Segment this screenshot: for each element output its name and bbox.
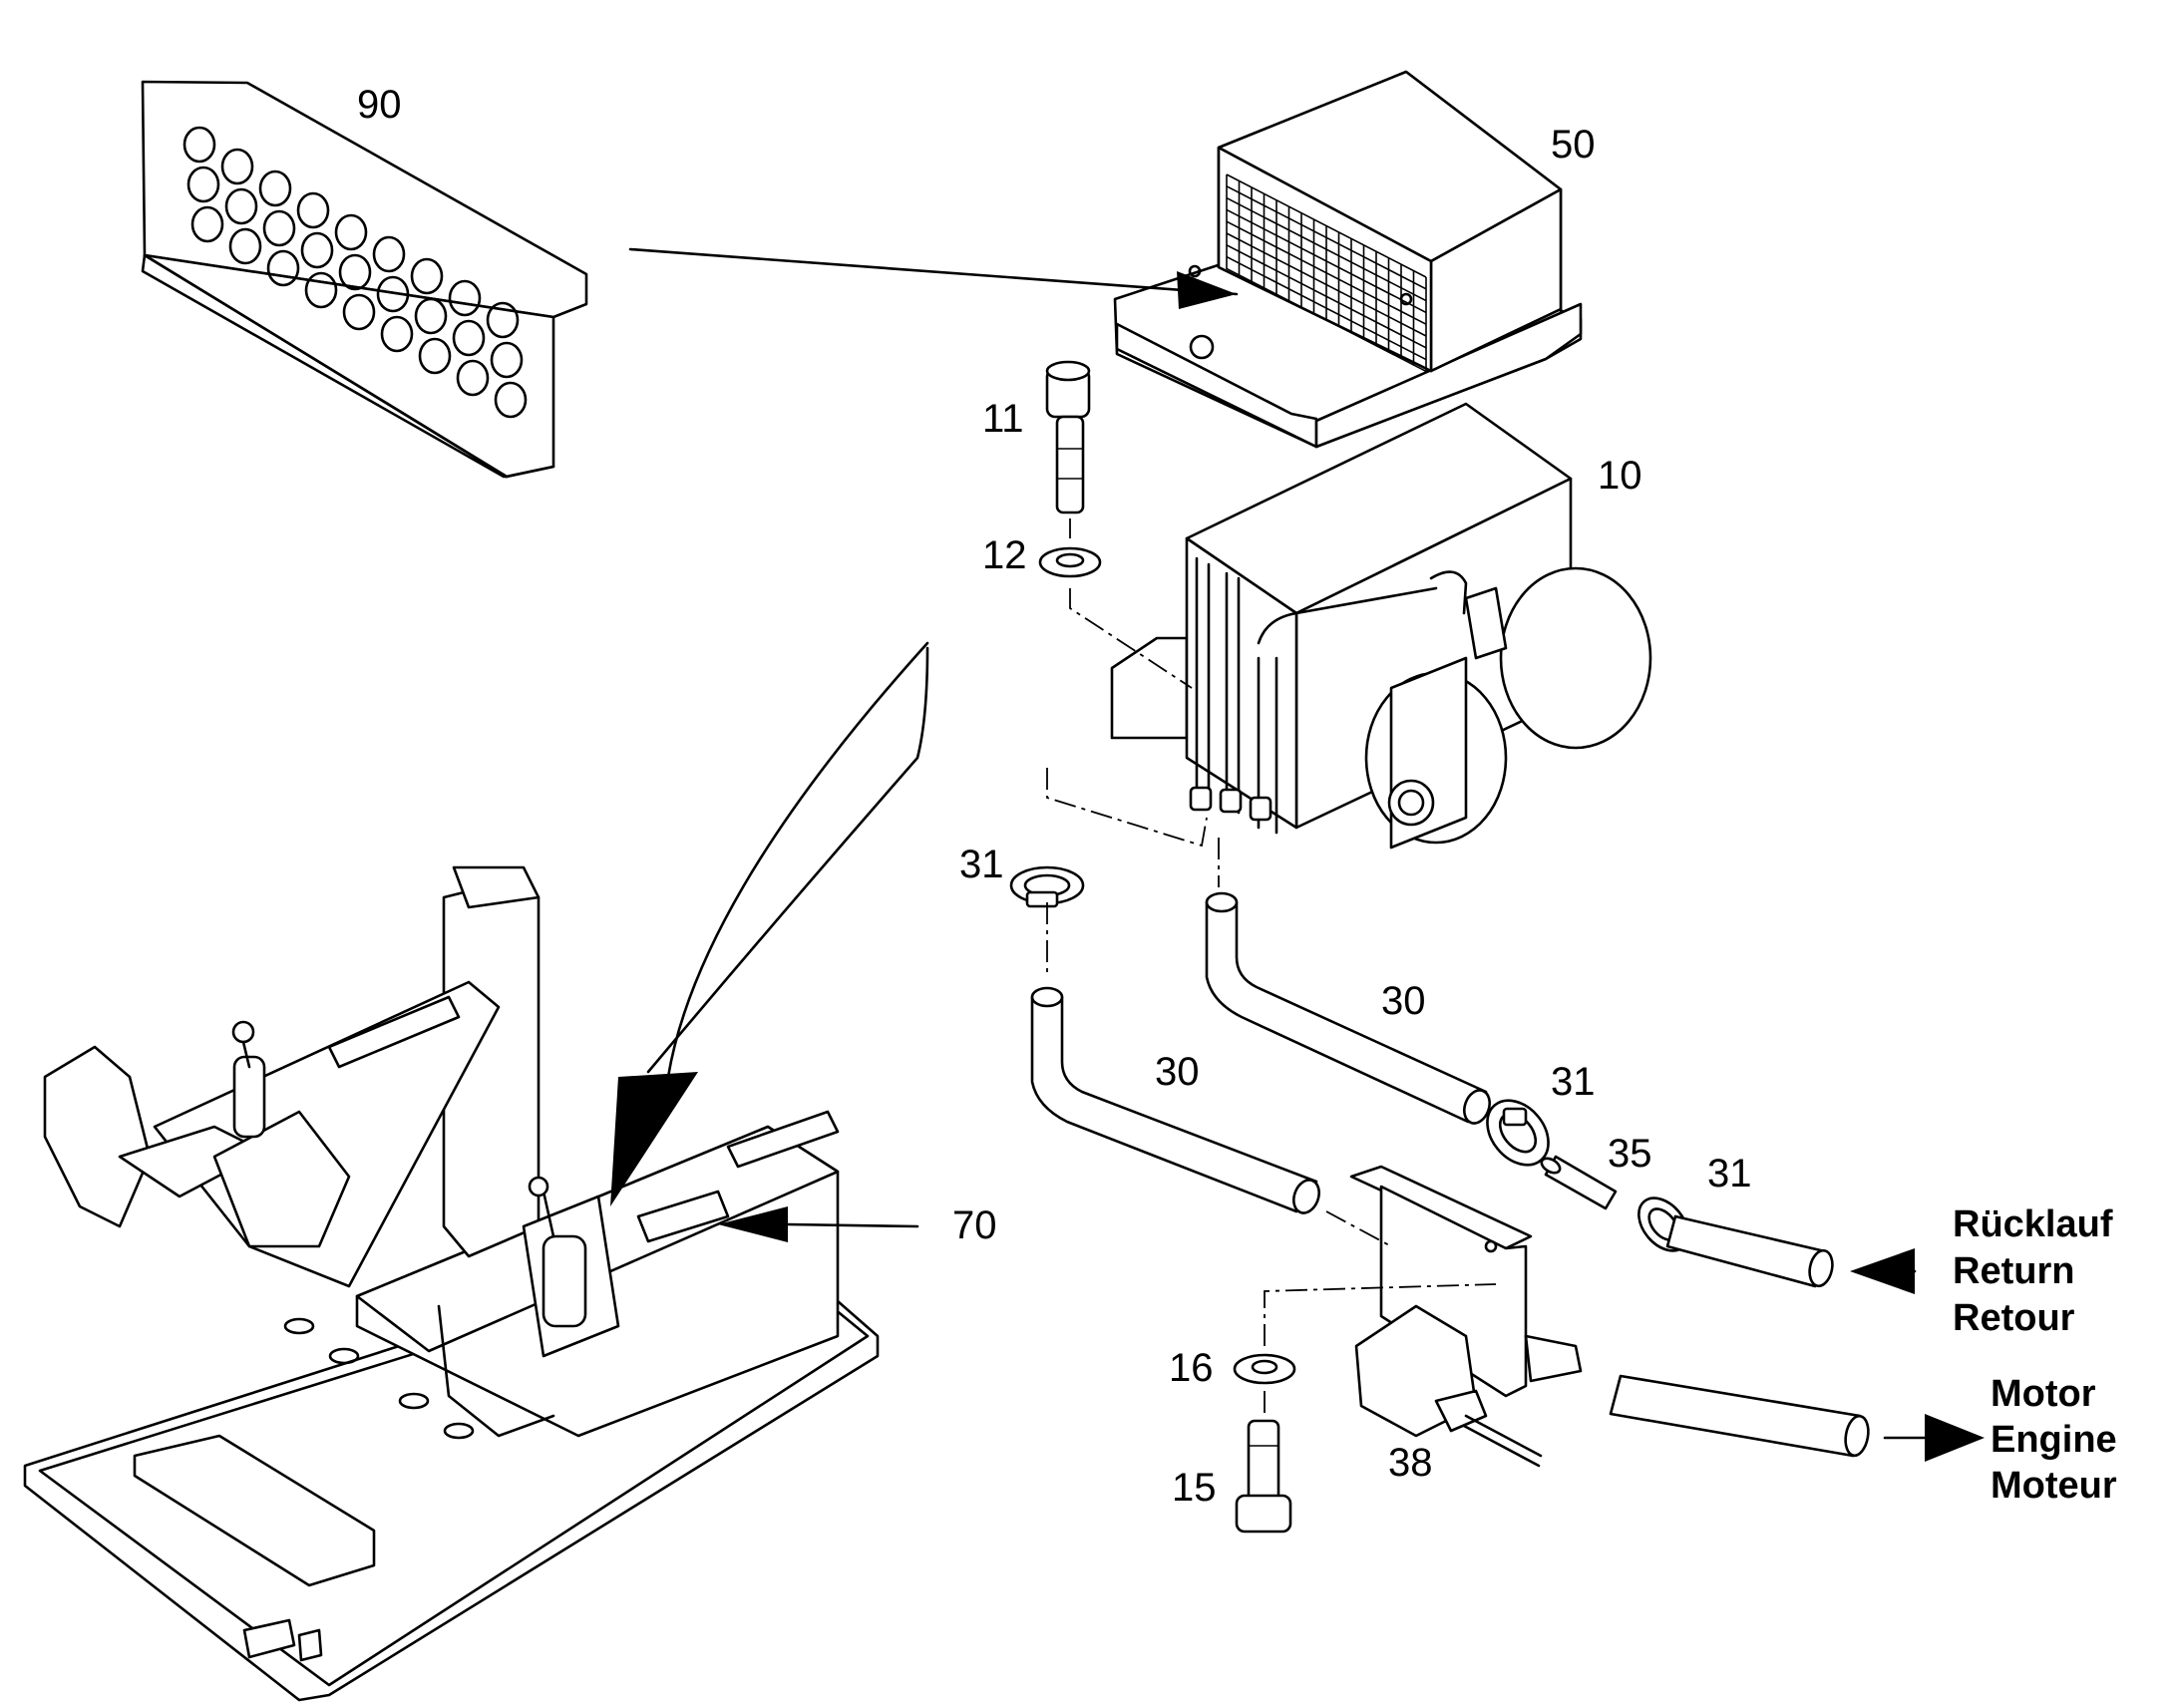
hose-30-left <box>1030 986 1320 1214</box>
grille-hole <box>490 341 524 379</box>
grille-hole <box>456 359 490 397</box>
mesh-line <box>1226 185 1427 290</box>
mesh-line <box>1226 232 1427 337</box>
label-35: 35 <box>1608 1132 1652 1176</box>
label-50: 50 <box>1551 123 1596 167</box>
grille-hole <box>266 249 300 287</box>
washer-16-part <box>1233 1353 1296 1385</box>
hose-30-right <box>1205 891 1491 1125</box>
mesh-line <box>1226 244 1427 349</box>
label-11: 11 <box>982 397 1024 441</box>
filter-cover-part <box>1113 70 1583 449</box>
hose-clamp-31-left <box>1009 865 1085 908</box>
label-90: 90 <box>357 83 402 127</box>
grille-hole <box>414 297 448 335</box>
return-label-de: Rücklauf <box>1953 1203 2113 1245</box>
assembly-lines <box>1046 518 1497 1416</box>
valve-bracket-38-part <box>1349 1165 1583 1468</box>
return-direction-label: Rücklauf Return Retour <box>1953 1203 2113 1339</box>
operator-console-part <box>23 865 880 1702</box>
grille-hole <box>486 301 520 339</box>
grille-hole <box>300 231 334 269</box>
label-15: 15 <box>1172 1466 1217 1510</box>
heater-unit-part <box>1110 402 1652 850</box>
return-label-en: Return <box>1953 1250 2074 1292</box>
label-70: 70 <box>952 1203 997 1247</box>
grille-hole <box>334 213 368 251</box>
screw-15-part <box>1235 1419 1292 1534</box>
grille-hole <box>452 319 486 357</box>
grille-hole <box>380 315 414 353</box>
grille-hole <box>228 227 262 265</box>
grille-hole <box>220 148 254 185</box>
grille-hole <box>258 170 292 207</box>
grille-hole <box>410 257 444 295</box>
engine-label-en: Engine <box>1991 1419 2117 1461</box>
mesh-line <box>1226 255 1427 361</box>
grille-holes <box>182 126 528 419</box>
grille-hole <box>338 253 372 291</box>
engine-hose <box>1609 1374 1870 1458</box>
engine-label-de: Motor <box>1991 1373 2096 1415</box>
grille-hole <box>418 337 452 375</box>
grille-plate-part <box>141 80 588 479</box>
return-hose <box>1665 1214 1834 1288</box>
mesh-line <box>1226 196 1427 302</box>
grille-hole <box>262 209 296 247</box>
grille-hole <box>448 279 482 317</box>
filter-mesh <box>1226 173 1427 373</box>
label-12: 12 <box>982 533 1027 577</box>
grille-hole <box>182 126 216 164</box>
label-31-left: 31 <box>959 843 1004 886</box>
connector-tube-35-part <box>1540 1155 1618 1210</box>
grille-hole <box>224 187 258 225</box>
grille-hole <box>296 191 330 229</box>
grille-hole <box>342 293 376 331</box>
label-30-left: 30 <box>1155 1050 1200 1094</box>
grille-hole <box>494 381 528 419</box>
grille-hole <box>372 235 406 273</box>
label-16: 16 <box>1169 1346 1214 1390</box>
mesh-line <box>1226 173 1427 278</box>
engine-label-fr: Moteur <box>1991 1465 2117 1507</box>
label-10: 10 <box>1598 454 1642 498</box>
callout-arrows <box>610 247 1985 1462</box>
mesh-line <box>1226 208 1427 314</box>
label-31-middle: 31 <box>1551 1060 1596 1104</box>
engine-direction-label: Motor Engine Moteur <box>1991 1373 2117 1507</box>
grille-hole <box>186 166 220 203</box>
return-label-fr: Retour <box>1953 1297 2075 1339</box>
washer-12-part <box>1038 546 1102 578</box>
screw-11-part <box>1045 360 1091 514</box>
label-30-right: 30 <box>1381 979 1426 1023</box>
grille-hole <box>304 271 338 309</box>
label-38: 38 <box>1388 1441 1433 1485</box>
grille-hole <box>376 275 410 313</box>
mesh-line <box>1226 267 1427 373</box>
grille-hole <box>190 205 224 243</box>
part-number-labels: 90 50 11 12 10 31 30 30 31 35 31 70 16 1… <box>357 83 1752 1510</box>
mesh-line <box>1226 220 1427 325</box>
label-31-right: 31 <box>1707 1152 1752 1196</box>
